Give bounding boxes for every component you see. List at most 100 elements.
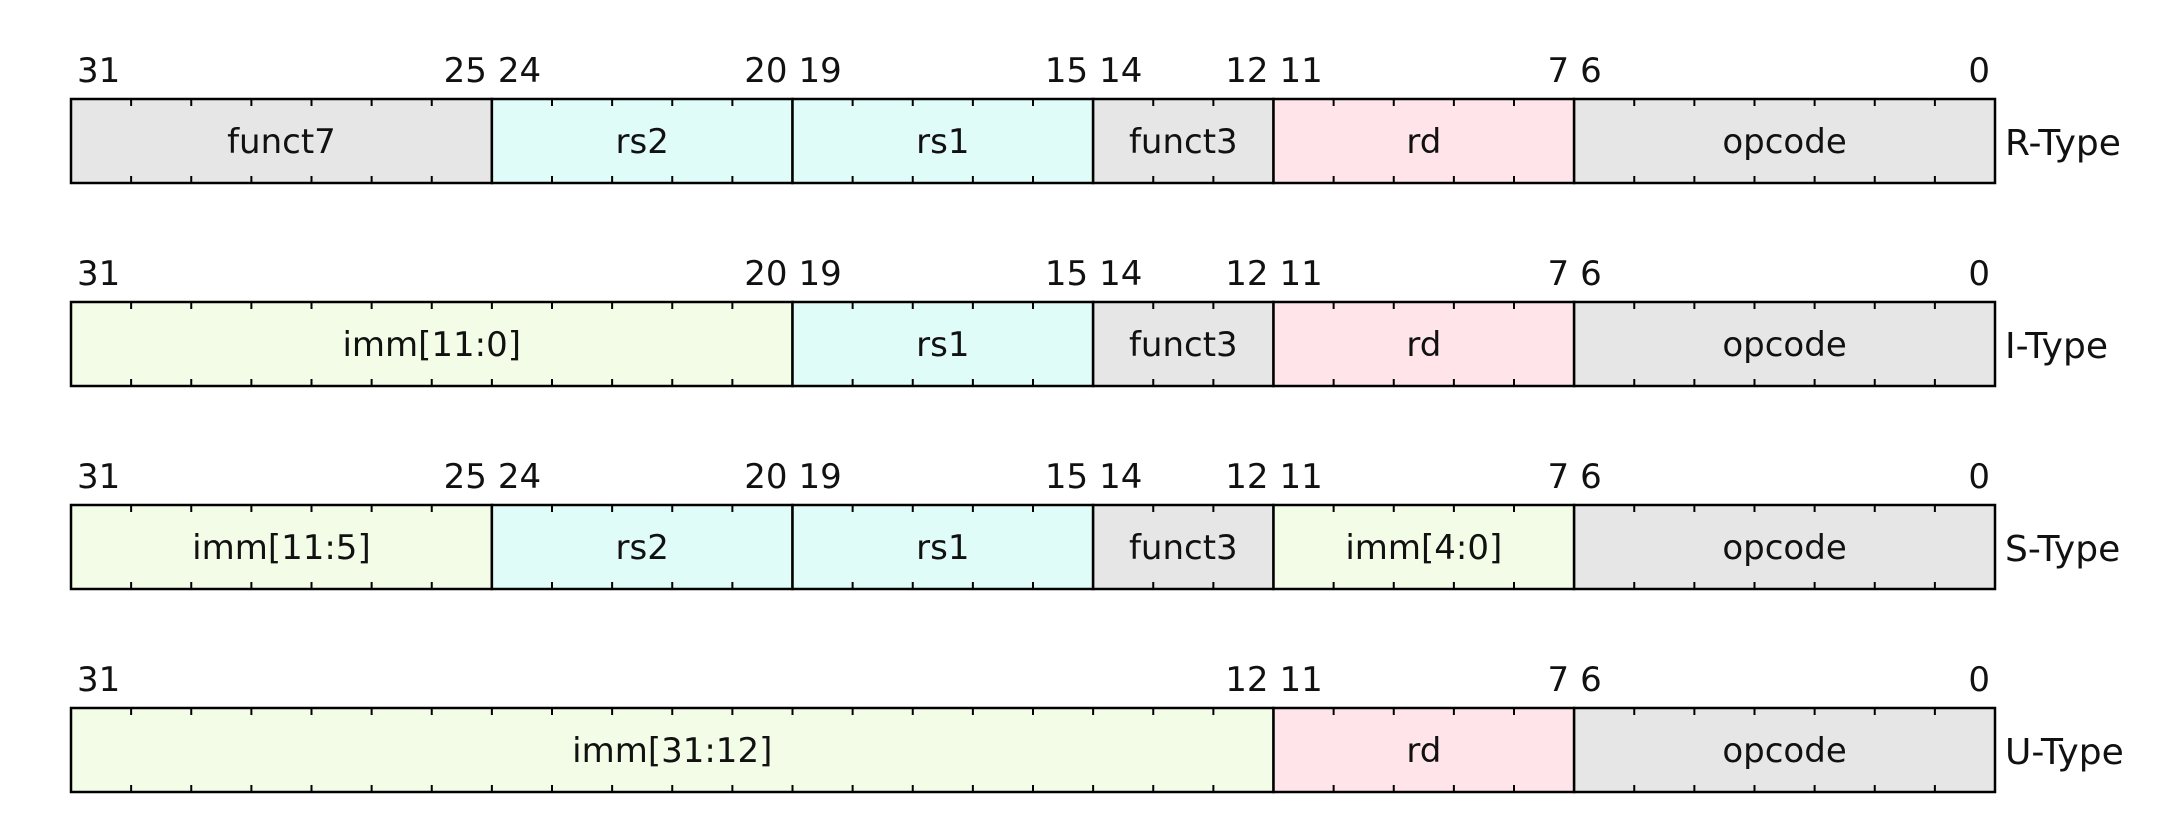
field-box [69,503,494,591]
field-label: imm[11:0] [342,325,521,365]
field-opcode: opcode 6 0 [1572,457,1997,591]
field-box [791,97,1095,185]
field-box [69,97,494,185]
field-opcode: opcode 6 0 [1572,51,1997,185]
bit-number-high: 11 [1280,254,1323,294]
bit-number-low: 12 [1225,254,1268,294]
bit-number-low: 7 [1547,254,1569,294]
format-type-label: U-Type [2005,732,2124,773]
bit-number-low: 12 [1225,457,1268,497]
field-label: rs1 [916,122,969,162]
bit-number-low: 7 [1547,51,1569,91]
bit-number-high: 14 [1099,457,1142,497]
field-label: funct3 [1129,325,1238,365]
format-type-label: R-Type [2005,123,2121,164]
field-label: opcode [1722,528,1846,568]
field-box [1091,97,1275,185]
bit-number-high: 31 [77,660,120,700]
field-label: opcode [1722,731,1846,771]
bit-number-low: 12 [1225,660,1268,700]
bit-number-high: 14 [1099,254,1142,294]
field-imm-4-0: imm[4:0] 11 7 [1272,457,1576,591]
bit-number-high: 6 [1580,51,1602,91]
bit-number-high: 11 [1280,660,1323,700]
bit-number-high: 6 [1580,457,1602,497]
field-label: funct7 [227,122,336,162]
field-box [1572,503,1997,591]
field-box [1572,300,1997,388]
field-box [1091,300,1275,388]
field-box [1272,97,1576,185]
field-label: rd [1406,122,1441,162]
bit-number-low: 15 [1045,254,1088,294]
field-funct3: funct3 14 12 [1091,51,1275,185]
field-rs1: rs1 19 15 [791,51,1095,185]
field-label: rd [1406,325,1441,365]
field-rd: rd 11 7 [1272,660,1576,794]
field-opcode: opcode 6 0 [1572,660,1997,794]
bit-number-low: 20 [744,457,787,497]
field-opcode: opcode 6 0 [1572,254,1997,388]
bit-number-low: 7 [1547,660,1569,700]
format-type-label: I-Type [2005,326,2108,367]
bit-number-low: 7 [1547,457,1569,497]
field-rs2: rs2 24 20 [490,457,794,591]
field-imm-31-12: imm[31:12] 31 12 [69,660,1275,794]
field-box [1091,503,1275,591]
field-label: rs1 [916,325,969,365]
bit-number-low: 0 [1968,51,1990,91]
field-box [1272,503,1576,591]
format-row-u-type: imm[31:12] 31 12 rd 11 7 opcode 6 0U-Type [69,660,2124,794]
bit-number-high: 11 [1280,51,1323,91]
field-box [490,503,794,591]
bit-number-high: 19 [799,457,842,497]
bit-number-high: 14 [1099,51,1142,91]
bit-number-high: 24 [498,51,541,91]
field-funct7: funct7 31 25 [69,51,494,185]
bit-number-low: 25 [444,51,487,91]
bit-number-high: 19 [799,51,842,91]
field-label: rs2 [616,528,669,568]
bit-number-low: 15 [1045,51,1088,91]
field-label: rs2 [616,122,669,162]
field-label: imm[31:12] [572,731,772,771]
bit-number-low: 0 [1968,457,1990,497]
bit-number-low: 20 [744,254,787,294]
field-box [1572,706,1997,794]
field-box [69,706,1275,794]
field-rs1: rs1 19 15 [791,254,1095,388]
bit-number-low: 12 [1225,51,1268,91]
field-rd: rd 11 7 [1272,51,1576,185]
field-box [791,300,1095,388]
bit-number-low: 15 [1045,457,1088,497]
field-label: rd [1406,731,1441,771]
format-type-label: S-Type [2005,529,2120,570]
field-imm-11-0: imm[11:0] 31 20 [69,254,794,388]
bit-number-high: 6 [1580,254,1602,294]
bit-number-low: 0 [1968,254,1990,294]
bit-number-high: 6 [1580,660,1602,700]
field-label: opcode [1722,122,1846,162]
bit-number-high: 31 [77,254,120,294]
bit-number-high: 31 [77,51,120,91]
field-box [490,97,794,185]
field-rd: rd 11 7 [1272,254,1576,388]
bit-number-low: 0 [1968,660,1990,700]
field-label: imm[4:0] [1345,528,1502,568]
bit-number-high: 19 [799,254,842,294]
field-box [1572,97,1997,185]
bit-number-low: 25 [444,457,487,497]
field-label: funct3 [1129,122,1238,162]
bit-number-high: 11 [1280,457,1323,497]
bit-number-high: 24 [498,457,541,497]
field-label: opcode [1722,325,1846,365]
field-label: imm[11:5] [192,528,371,568]
field-box [69,300,794,388]
